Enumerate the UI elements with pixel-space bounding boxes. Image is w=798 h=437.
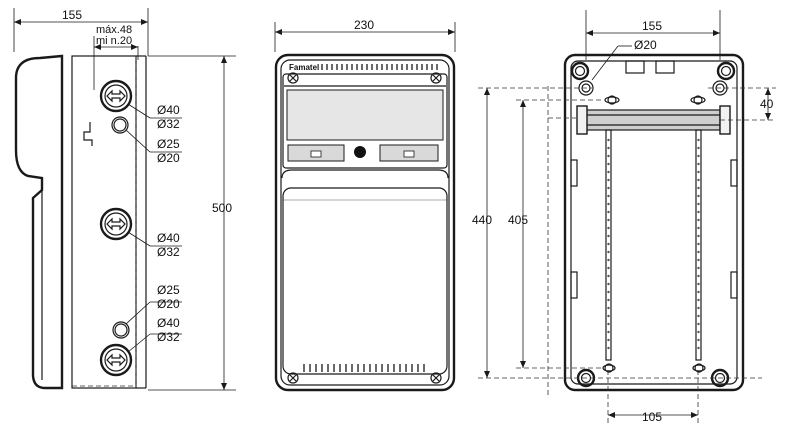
din-rail	[585, 109, 721, 131]
hole-top-large-outer: Ø40	[157, 103, 180, 117]
side-knockout-top-large	[99, 79, 133, 113]
rail-offset-dimension-label: 40	[760, 97, 774, 111]
back-mount-hole-top-right	[716, 61, 736, 81]
back-vertical-rail-right	[695, 129, 702, 361]
width-dimension-label: 230	[354, 18, 374, 32]
hole-bottom-large-outer: Ø40	[157, 316, 180, 330]
front-screw-top-left	[287, 72, 299, 84]
side-knockout-low-small	[112, 321, 130, 339]
side-back-panel	[71, 55, 137, 389]
side-enclosure-outline	[14, 54, 64, 390]
back-enclosure-outline	[563, 53, 745, 392]
front-lock-dot	[354, 146, 366, 158]
top-vent-slots	[321, 64, 438, 70]
side-view: 155 máx.48 mi n.20	[13, 8, 236, 391]
inner-height-dimension-label: 405	[508, 213, 528, 227]
top-spacing-dimension-label: 155	[642, 19, 662, 33]
front-lower-door	[282, 187, 448, 375]
hole-mid-large-inner: Ø32	[157, 245, 180, 259]
hole-top-large-inner: Ø32	[157, 117, 180, 131]
front-screw-bottom-left	[287, 372, 299, 384]
back-view: 155 Ø20	[472, 10, 776, 424]
back-vertical-rail-left	[605, 129, 612, 361]
hole-top-small-outer: Ø25	[157, 137, 180, 151]
front-window-glass	[286, 89, 444, 141]
max-depth-label: máx.48	[96, 24, 132, 36]
front-window-frame	[282, 73, 448, 169]
side-knockout-bottom-large	[99, 343, 133, 377]
din-rail-clamp-left	[576, 105, 588, 135]
brand-label: Famatel	[289, 63, 319, 72]
hole-mid-large-outer: Ø40	[157, 231, 180, 245]
min-depth-label: mi n.20	[96, 35, 132, 47]
hole-diameter-label: Ø20	[634, 38, 657, 52]
front-screw-bottom-right	[430, 372, 442, 384]
back-mount-hole-top-left	[570, 61, 590, 81]
hole-bottom-large-inner: Ø32	[157, 330, 180, 344]
depth-dimension-label: 155	[62, 8, 82, 22]
front-screw-top-right	[430, 72, 442, 84]
front-enclosure-outline	[274, 53, 456, 392]
side-knockout-mid-large	[99, 207, 133, 241]
height-dimension-label: 500	[212, 201, 232, 215]
side-knockout-top-small	[111, 116, 129, 134]
hole-top-small-inner: Ø20	[157, 151, 180, 165]
total-height-dimension-label: 440	[472, 213, 492, 227]
bottom-vent-slots	[303, 364, 425, 372]
hole-low-small-inner: Ø20	[157, 297, 180, 311]
front-view: 230 Famatel	[274, 18, 456, 392]
bottom-spacing-dimension-label: 105	[642, 410, 662, 424]
hole-low-small-outer: Ø25	[157, 283, 180, 297]
